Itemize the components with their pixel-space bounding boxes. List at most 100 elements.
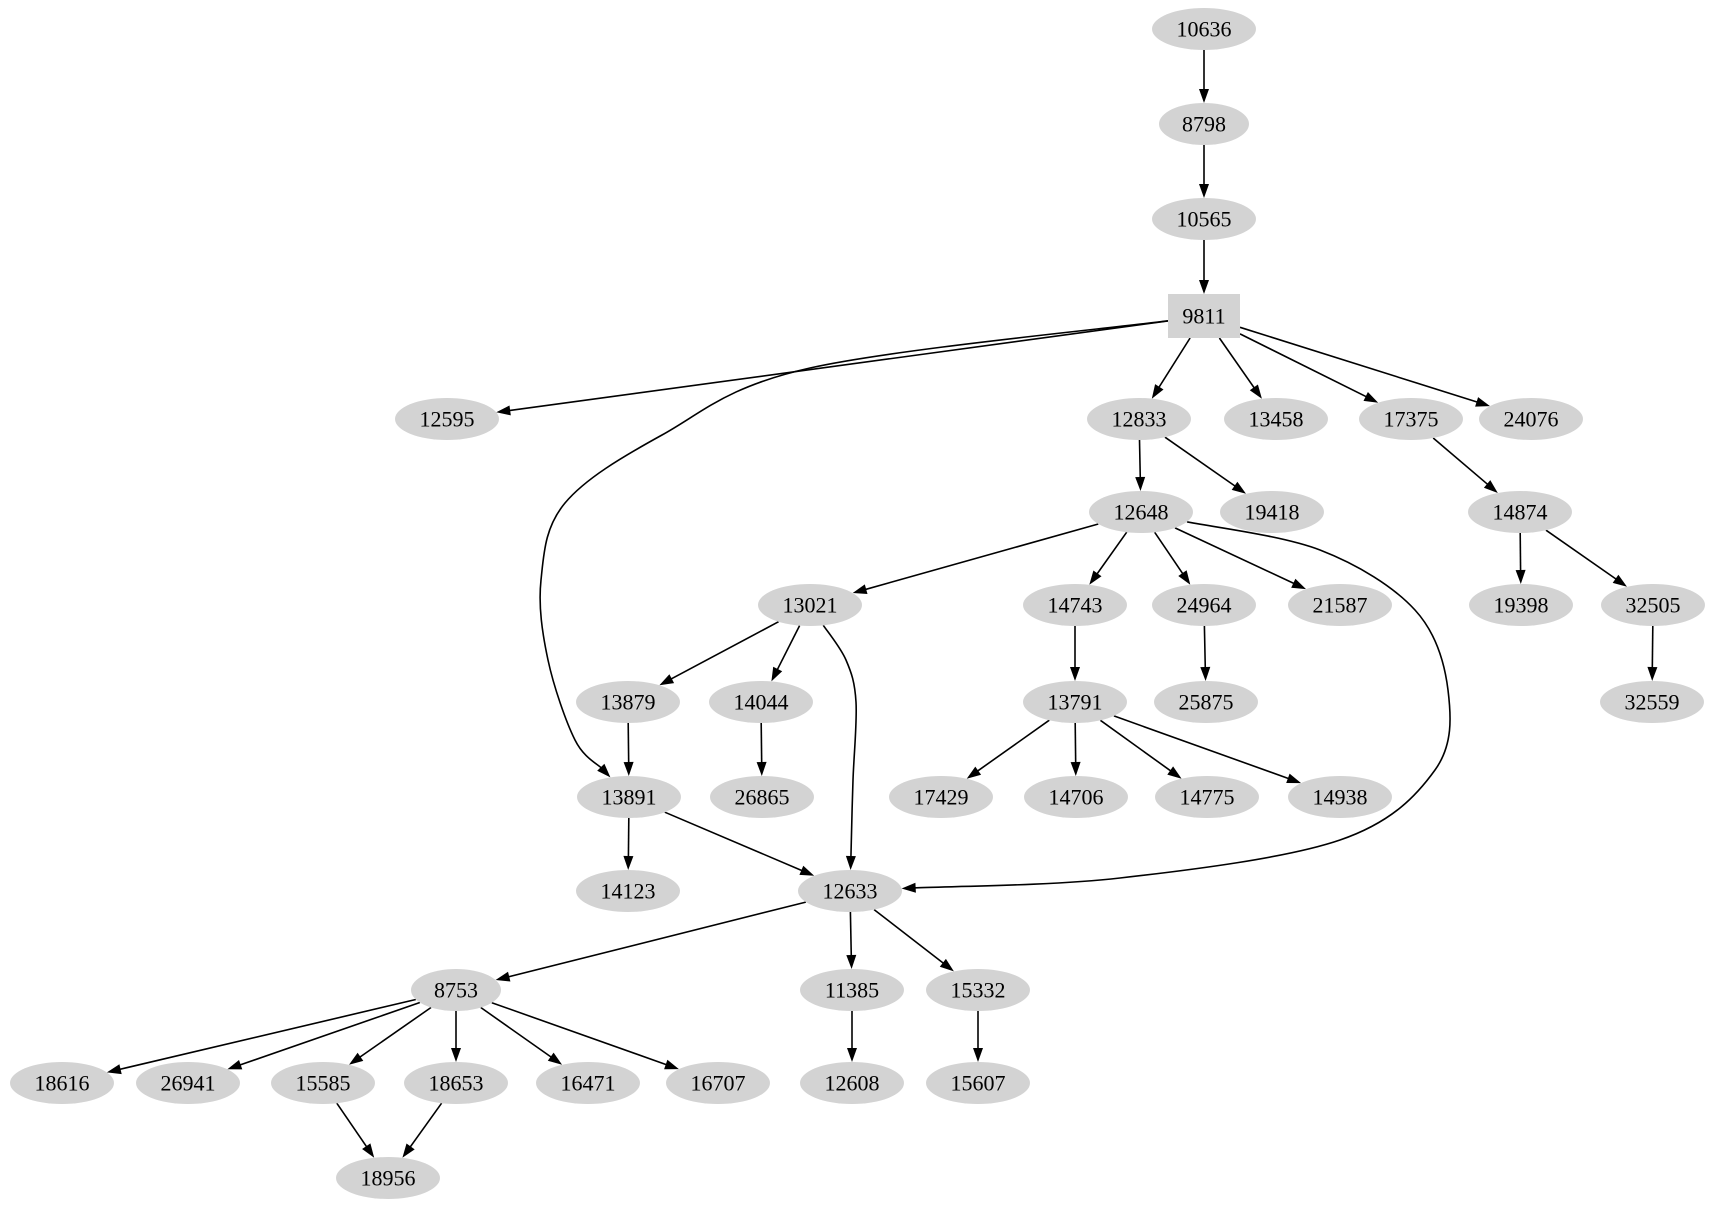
edge-line [776,625,801,672]
edge-line [1432,437,1490,486]
arrowhead [966,766,982,779]
node-label: 10636 [1177,16,1232,41]
node-24964: 24964 [1152,584,1256,626]
arrowhead [846,954,857,969]
node-14874: 14874 [1468,491,1572,533]
edge-line [664,811,804,872]
node-12648: 12648 [1089,491,1193,533]
node-label: 12648 [1114,499,1169,524]
edge-14874-32505 [1545,529,1627,587]
node-ellipse-shape [1469,584,1573,626]
node-18653: 18653 [404,1062,508,1104]
arrowhead [1200,666,1211,681]
node-label: 21587 [1313,592,1368,617]
node-13891: 13891 [577,776,681,818]
arrowhead [349,1052,364,1065]
arrowhead [1231,481,1246,494]
edge-12633-15332 [873,908,954,972]
edge-14044-26865 [756,722,767,776]
edge-14743-13791 [1070,626,1080,681]
node-17429: 17429 [889,776,993,818]
node-label: 14044 [734,689,789,714]
edge-8753-18653 [451,1011,461,1062]
edge-13021-12633 [822,624,858,870]
node-label: 24076 [1504,406,1559,431]
arrowhead [973,1048,983,1062]
node-ellipse-shape [1024,776,1128,818]
node-ellipse-shape [1220,491,1324,533]
node-9811: 9811 [1168,294,1240,338]
node-ellipse-shape [1155,776,1259,818]
arrowhead [597,763,611,778]
edge-13891-12633 [664,811,815,876]
node-15607: 15607 [926,1062,1030,1104]
edge-12648-21587 [1174,527,1306,590]
node-14775: 14775 [1155,776,1259,818]
edge-9811-12595 [496,320,1169,416]
node-ellipse-shape [576,870,680,912]
edge-line [822,624,858,859]
arrowhead [1647,666,1658,681]
node-label: 18956 [361,1165,416,1190]
arrowhead [362,1143,375,1158]
node-ellipse-shape [710,776,814,818]
edge-line [1154,531,1185,576]
node-ellipse-shape [1087,398,1191,440]
node-ellipse-shape [800,969,904,1011]
edge-line [1095,531,1128,576]
node-ellipse-shape [926,1062,1030,1104]
node-label: 10565 [1177,206,1232,231]
edge-line [358,1006,432,1059]
edge-15332-15607 [973,1011,983,1062]
node-label: 12608 [825,1070,880,1095]
edge-8753-15585 [349,1006,432,1065]
node-ellipse-shape [666,1062,770,1104]
edge-9811-12833 [1151,337,1191,399]
arrowhead [623,855,634,870]
node-label: 14874 [1493,499,1548,524]
edge-13791-14938 [1113,715,1302,784]
edge-line [873,908,945,965]
arrowhead [799,865,815,876]
node-label: 13021 [783,592,838,617]
edge-line [336,1102,369,1149]
node-16471: 16471 [536,1062,640,1104]
node-label: 19418 [1245,499,1300,524]
arrowhead [1483,480,1498,493]
node-label: 14123 [601,878,656,903]
edge-13879-13891 [623,722,634,776]
node-ellipse-shape [10,1062,114,1104]
edge-line [760,722,763,765]
node-32505: 32505 [1601,584,1705,626]
node-12608: 12608 [800,1062,904,1104]
edge-10636-8798 [1199,50,1209,103]
node-18956: 18956 [336,1157,440,1199]
node-label: 8753 [434,977,478,1002]
edge-line [1545,529,1618,581]
node-ellipse-shape [1023,681,1127,723]
edge-line [1074,722,1077,765]
edge-line [507,901,806,978]
edge-9811-24076 [1239,326,1490,407]
edge-13791-17429 [966,719,1050,779]
arrowhead [939,958,954,972]
node-ellipse-shape [1288,776,1392,818]
arrowhead [1363,392,1379,403]
node-label: 24964 [1177,592,1232,617]
edge-9811-17375 [1239,333,1379,403]
edge-line [976,719,1050,773]
arrowhead [1475,397,1490,407]
edge-line [1239,326,1479,404]
edge-line [1651,625,1654,670]
node-label: 17429 [914,784,969,809]
edge-11385-12608 [847,1011,857,1062]
node-ellipse-shape [798,870,902,912]
node-label: 19398 [1494,592,1549,617]
arrowhead [664,1059,679,1070]
edge-12648-13021 [852,523,1099,594]
arrowhead [451,1048,461,1062]
node-label: 15585 [296,1070,351,1095]
edge-line [669,620,779,681]
node-label: 13879 [601,689,656,714]
